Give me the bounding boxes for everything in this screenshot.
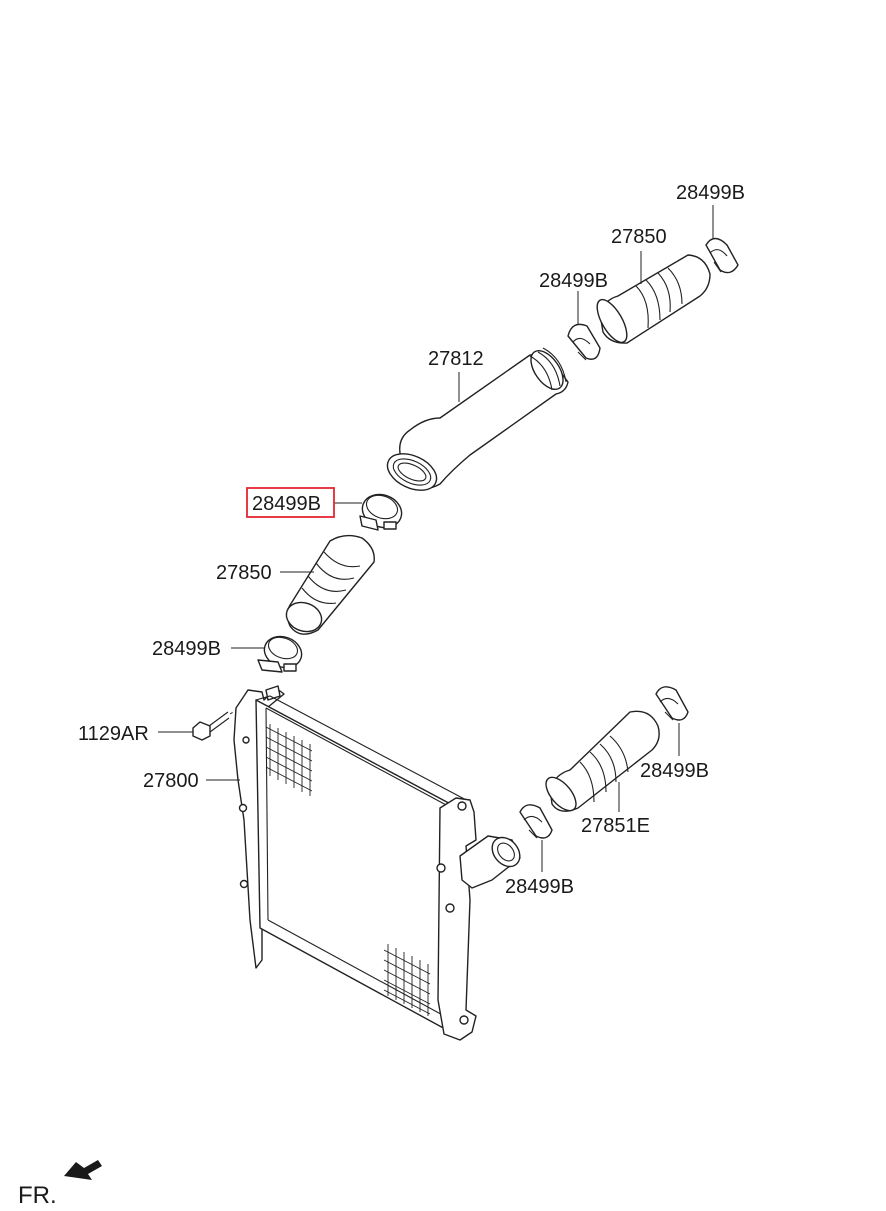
- front-indicator-label: FR.: [18, 1182, 57, 1209]
- label-clamp-right-upper: 28499B: [640, 760, 709, 782]
- label-clamp-highlighted: 28499B: [252, 493, 321, 515]
- highlight-box: [246, 487, 335, 518]
- clamp-lower-left[interactable]: [257, 631, 306, 673]
- label-pipe: 27812: [428, 348, 484, 370]
- label-clamp-upper-mid: 28499B: [539, 270, 608, 292]
- bolt[interactable]: [192, 707, 241, 741]
- hose-middle[interactable]: [282, 534, 375, 637]
- clamp-right-upper[interactable]: [655, 686, 689, 721]
- label-clamp-top-right: 28499B: [676, 182, 745, 204]
- label-clamp-lower-left: 28499B: [152, 638, 221, 660]
- hose-top[interactable]: [591, 254, 711, 347]
- label-hose-top: 27850: [611, 226, 667, 248]
- hose-lower[interactable]: [540, 710, 660, 815]
- intercooler-pipe[interactable]: [382, 345, 570, 497]
- label-clamp-right-lower: 28499B: [505, 876, 574, 898]
- clamp-top-right[interactable]: [705, 237, 739, 274]
- intercooler[interactable]: [233, 685, 525, 1041]
- label-hose-lower: 27851E: [581, 815, 650, 837]
- clamp-upper-mid[interactable]: [567, 323, 601, 361]
- label-hose-middle: 27850: [216, 562, 272, 584]
- front-arrow-icon: [64, 1160, 102, 1180]
- clamp-right-lower[interactable]: [519, 804, 553, 839]
- label-intercooler: 27800: [143, 770, 199, 792]
- label-bolt: 1129AR: [78, 723, 149, 745]
- clamp-highlighted[interactable]: [358, 489, 407, 533]
